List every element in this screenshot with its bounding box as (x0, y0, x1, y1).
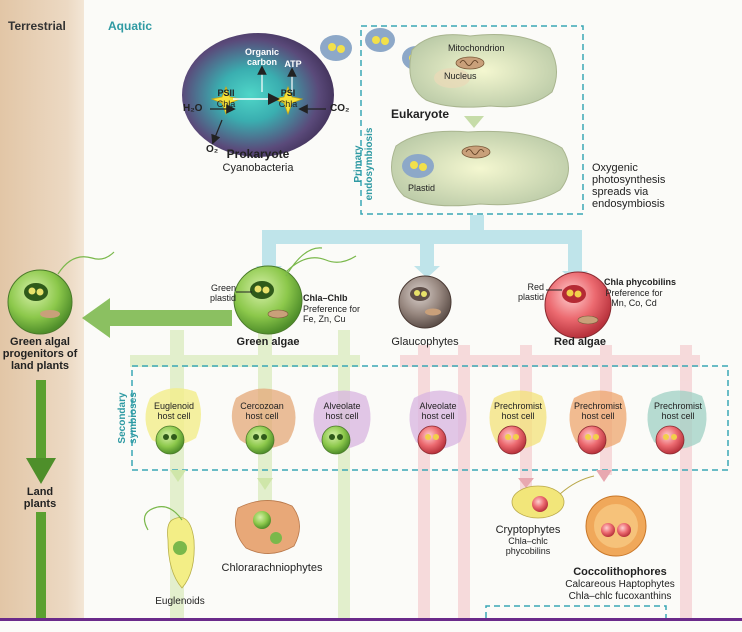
green-algae-title: Green algae (236, 336, 300, 348)
label-psii: PSII (217, 88, 235, 98)
primary-box (360, 25, 584, 215)
down-arrows (518, 470, 612, 488)
primary-endosymbiosis-label: Primary endosymbiosis (353, 127, 375, 201)
chlorarachniophytes-label: Chlorarachniophytes (221, 562, 323, 574)
red-algae-cell (544, 271, 612, 339)
label-co2: CO₂ (330, 103, 350, 114)
red-algae-pigment: Chla phycobilins (604, 277, 677, 287)
host-cell-label-1: Euglenoid host cell (153, 401, 195, 421)
label-nucleus: Nucleus (444, 71, 477, 81)
glaucophyte-cell (398, 275, 452, 329)
prokaryote-title: Prokaryote (226, 147, 290, 161)
label-mitochondrion: Mitochondrion (448, 43, 505, 53)
host-cell-cercozoan (231, 388, 296, 455)
progenitor-cell (7, 269, 73, 335)
label-atp: ATP (284, 59, 302, 69)
cryptophytes-pigment: Chla–chlc (508, 536, 548, 546)
prokaryote-subtitle: Cyanobacteria (222, 162, 294, 174)
host-cell-label-4: Alveolate host cell (419, 401, 457, 421)
host-cell-euglenoid (145, 388, 201, 455)
oxygenic-note: Oxygenic photosynthesis spreads via endo… (592, 162, 666, 211)
euglenoids-label: Euglenoids (155, 596, 205, 607)
green-algae-cell (233, 265, 303, 335)
header-terrestrial: Terrestrial (8, 19, 66, 33)
cryptophyte-cell (511, 475, 595, 519)
host-cell-prechromist-3 (647, 390, 707, 455)
label-chla-left: Chla (216, 99, 236, 109)
label-h2o: H₂O (183, 103, 203, 114)
label-o2: O₂ (206, 144, 219, 155)
cryptophytes-title: Cryptophytes (495, 524, 561, 536)
coccolithophores-sub-2: Chla–chlc fucoxanthins (568, 591, 672, 602)
host-cell-alveolate-red (409, 390, 467, 455)
land-plants-label: Land plants (23, 486, 57, 511)
host-cell-prechromist-1 (489, 390, 547, 455)
glaucophytes-title: Glaucophytes (391, 336, 459, 348)
secondary-symbioses-label: Secondary symbioses (117, 392, 139, 444)
progenitors-label: Green algal progenitors of land plants (2, 336, 78, 373)
green-plastid-label: Green plastid (209, 283, 236, 303)
coccolithophore-cell (585, 495, 647, 557)
cryptophytes-pigment-2: phycobilins (505, 546, 551, 556)
red-algae-title: Red algae (554, 336, 606, 348)
label-chla-right: Chla (278, 99, 298, 109)
host-cell-label-7: Prechromist host cell (653, 401, 702, 421)
eukaryote-cell (409, 34, 557, 108)
bottom-divider (0, 618, 742, 621)
red-algae-preference: Preference for Mn, Co, Cd (605, 288, 663, 308)
land-arrow (26, 380, 56, 620)
host-cell-label-6: Prechromist host cell (573, 401, 622, 421)
host-cell-alveolate-green (313, 390, 371, 455)
green-arrow (82, 298, 232, 338)
red-plastid-label: Red plastid (517, 282, 544, 302)
label-organic-carbon: Organic carbon (244, 47, 279, 67)
eukaryote-with-plastid (391, 130, 569, 207)
header-aquatic: Aquatic (108, 19, 153, 33)
label-psi: PSI (280, 88, 296, 98)
host-cell-label-5: Prechromist host cell (493, 401, 542, 421)
host-cell-label-3: Alveolate host cell (323, 401, 361, 421)
eukaryote-title: Eukaryote (390, 107, 450, 121)
lower-box (485, 605, 667, 618)
primary-branch (256, 215, 588, 283)
label-plastid: Plastid (408, 183, 436, 193)
green-algae-pigment: Chla–Chlb (303, 293, 348, 303)
coccolithophores-title: Coccolithophores (573, 566, 667, 578)
host-cell-label-2: Cercozoan host cell (240, 401, 284, 421)
euglenoid-cell (143, 506, 195, 589)
green-algae-preference: Preference for Fe, Zn, Cu (303, 304, 361, 324)
chlorarachniophyte-cell (234, 500, 300, 554)
coccolithophores-sub-1: Calcareous Haptophytes (565, 579, 675, 590)
host-cell-prechromist-2 (569, 390, 627, 455)
